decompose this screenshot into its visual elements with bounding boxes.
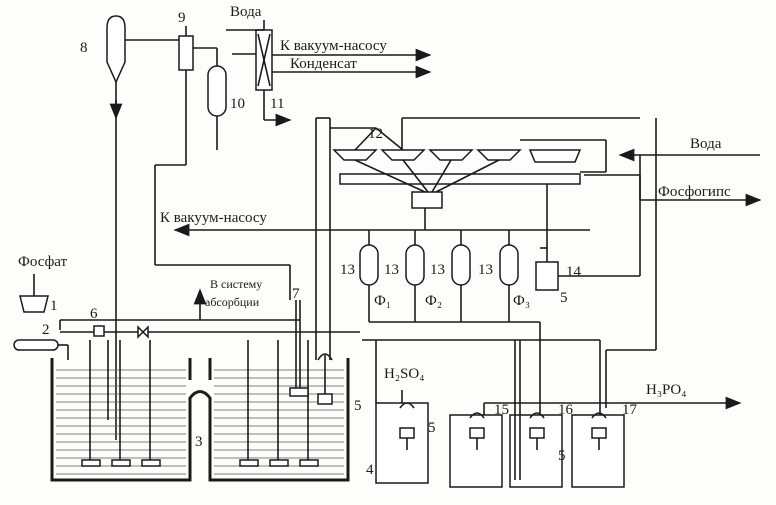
label-phosphogypsum: Фосфогипс [658,184,731,200]
pump-5a [317,393,333,405]
extractor-3 [50,340,350,482]
num-3: 3 [195,434,203,450]
unit-14 [535,155,641,291]
label-water-right: Вода [690,136,722,152]
num-4: 4 [366,462,374,478]
num-9: 9 [178,10,186,26]
vacuum-filter-12 [332,117,640,209]
num-5c: 5 [558,448,566,464]
collector-10 [193,47,227,150]
num-1: 1 [50,298,58,314]
label-to-vacuum-pump-top: К вакуум-насосу [280,38,387,54]
num-13c: 13 [430,262,445,278]
tank-17 [571,412,625,488]
fan-6 [93,325,105,337]
num-11: 11 [270,96,284,112]
num-12: 12 [368,126,383,142]
valve [137,325,149,339]
num-6: 6 [90,306,98,322]
unit-7 [289,300,309,397]
label-to-vacuum-pump-mid: К вакуум-насосу [160,210,267,226]
num-16: 16 [558,402,574,418]
label-filtrate-3: Ф₃ [513,293,530,309]
num-2: 2 [42,322,50,338]
label-to-absorption-1: В систему [210,277,262,291]
num-13b: 13 [384,262,399,278]
num-15: 15 [494,402,509,418]
num-17: 17 [622,402,638,418]
trap-9 [125,26,194,265]
receivers-13 [359,230,540,323]
feeder-1 [19,274,49,313]
label-filtrate-1: Ф₁ [374,293,391,309]
num-10: 10 [230,96,245,112]
condenser-11 [226,20,432,127]
num-5b: 5 [428,420,436,436]
num-5a: 5 [354,398,362,414]
num-14: 14 [566,264,582,280]
num-5d: 5 [560,290,568,306]
label-filtrate-2: Ф₂ [425,293,442,309]
label-phosphoric-acid: H₃PO₄ [646,382,686,398]
tank-16 [509,412,563,488]
num-13d: 13 [478,262,493,278]
num-8: 8 [80,40,88,56]
num-7: 7 [292,286,300,302]
label-water-top: Вода [230,4,262,20]
label-condensate: Конденсат [290,56,357,72]
tank-4 [375,340,429,484]
num-13a: 13 [340,262,355,278]
label-phosphate: Фосфат [18,254,68,270]
separator-8 [106,15,126,440]
conveyor-2 [13,339,69,360]
tank-15 [449,412,503,488]
label-to-absorption-2: абсорбции [205,295,260,309]
label-sulfuric-acid: H₂SO₄ [384,366,424,382]
